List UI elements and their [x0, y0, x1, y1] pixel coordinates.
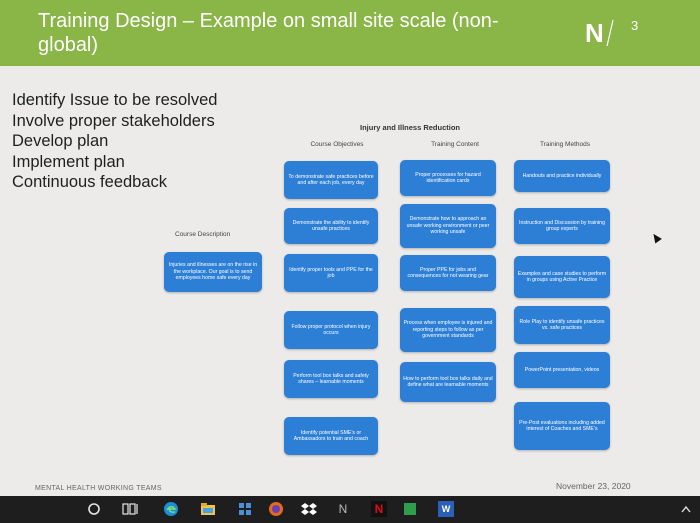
method-box[interactable]: PowerPoint presentation, videos [514, 352, 610, 388]
n-app-icon[interactable]: N [338, 502, 348, 516]
column-header-content: Training Content [431, 141, 479, 148]
chart-title: Injury and Illness Reduction [359, 123, 461, 132]
objective-box[interactable]: Follow proper protocol when injury occur… [284, 311, 378, 349]
content-box[interactable]: Demonstrate how to approach an unsafe wo… [400, 204, 496, 248]
slide: Training Design – Example on small site … [0, 0, 700, 496]
objective-box[interactable]: Identify potential SME’s or Ambassadors … [284, 417, 378, 455]
column-header-methods: Training Methods [540, 141, 590, 148]
dropbox-icon[interactable] [301, 501, 317, 517]
objective-box[interactable]: Demonstrate the ability to identify unsa… [284, 208, 378, 244]
content-box[interactable]: Proper processes for hazard identificati… [400, 160, 496, 196]
task-view-icon[interactable] [122, 501, 138, 517]
green-app-icon[interactable] [402, 501, 418, 517]
column-header-objectives: Course Objectives [310, 141, 364, 148]
content-box[interactable]: How to perform tool box talks daily and … [400, 362, 496, 402]
footer-org: MENTAL HEALTH WORKING TEAMS [35, 485, 162, 492]
method-box[interactable]: Handouts and practice individually [514, 160, 610, 192]
start-circle-icon[interactable] [86, 501, 102, 517]
content-box[interactable]: Process when employee is injured and rep… [400, 308, 496, 352]
logo-icon: N [585, 18, 614, 48]
objective-box[interactable]: Perform tool box talks and safety shares… [284, 360, 378, 398]
svg-text:N: N [585, 18, 604, 48]
footer-date: November 23, 2020 [556, 481, 631, 491]
word-icon[interactable]: W [438, 501, 454, 517]
method-box[interactable]: Role Play to identify unsafe practices v… [514, 306, 610, 344]
bullet-item: Continuous feedback [12, 173, 168, 191]
file-explorer-icon[interactable] [200, 501, 216, 517]
slide-title: Training Design – Example on small site … [38, 10, 499, 56]
method-box[interactable]: Instruction and Discussion by training g… [514, 208, 610, 244]
grid-app-icon[interactable] [237, 501, 253, 517]
method-box[interactable]: Examples and case studies to perform in … [514, 256, 610, 298]
netflix-icon[interactable]: N [371, 501, 387, 517]
taskbar: N N W [0, 496, 700, 523]
chevron-up-icon[interactable] [678, 501, 694, 517]
bullet-list: Identify Issue to be resolved Involve pr… [12, 90, 217, 193]
slide-number: 3 [631, 18, 639, 33]
bullet-item: Identify Issue to be resolved [12, 91, 218, 109]
firefox-icon[interactable] [268, 501, 284, 517]
row-label-description: Course Description [175, 231, 231, 238]
content-box[interactable]: Proper PPE for jobs and consequences for… [400, 255, 496, 291]
bullet-item: Involve proper stakeholders [12, 111, 215, 130]
objective-box[interactable]: To demonstrate safe practices before and… [284, 161, 378, 199]
method-box[interactable]: Pre-Post evaluations including added int… [514, 402, 610, 450]
objective-box[interactable]: Identify proper tools and PPE for the jo… [284, 254, 378, 292]
description-box[interactable]: Injuries and illnesses are on the rise i… [164, 252, 262, 292]
mouse-cursor-icon [650, 231, 662, 244]
edge-icon[interactable] [163, 501, 179, 517]
bullet-item: Implement plan [12, 152, 125, 171]
bullet-item: Develop plan [12, 132, 109, 150]
slide-header: Training Design – Example on small site … [0, 0, 700, 66]
